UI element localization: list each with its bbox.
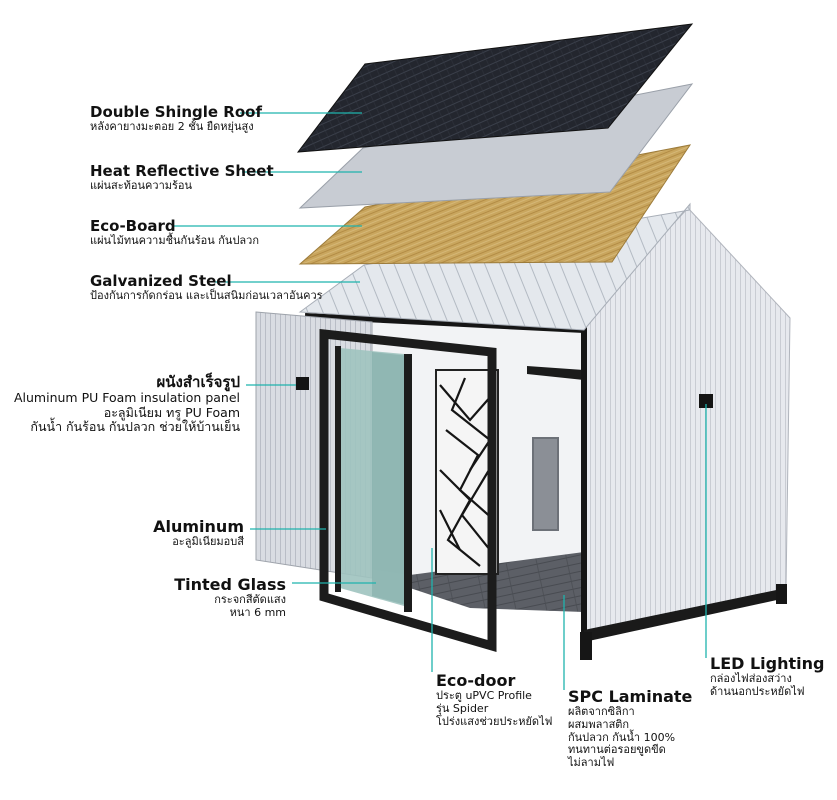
wall-line1: Aluminum PU Foam insulation panel — [13, 390, 240, 406]
label-spc: SPC Laminate ผลิตจากซิลิกา ผสมพลาสติก กั… — [568, 687, 693, 770]
spc-line3: กันปลวก กันน้ำ 100% — [568, 730, 676, 744]
spider-pattern — [439, 377, 496, 567]
led-title: LED Lighting — [710, 654, 825, 673]
roof-subtitle: หลังคายางมะตอย 2 ชั้น ยืดหยุ่นสูง — [90, 120, 254, 134]
base-beam — [584, 588, 786, 642]
steel-title: Galvanized Steel — [90, 272, 232, 290]
glass-line2: หนา 6 mm — [229, 606, 286, 620]
eco-door-title: Eco-door — [436, 671, 516, 690]
label-steel: Galvanized Steel ป้องกันการกัดกร่อน และเ… — [90, 272, 323, 303]
label-led: LED Lighting กล่องไฟส่องสว่าง ด้านนอกประ… — [710, 654, 825, 699]
eco-door-line3: โปร่งแสงช่วยประหยัดไฟ — [436, 714, 553, 728]
label-eco-door: Eco-door ประตู uPVC Profile รุ่น Spider … — [436, 671, 553, 728]
glass-line1: กระจกสีตัดแสง — [214, 593, 286, 607]
heat-title: Heat Reflective Sheet — [90, 162, 274, 180]
roof-title: Double Shingle Roof — [90, 103, 262, 121]
left-wall-lamp — [296, 377, 309, 390]
label-wall: ผนังสำเร็จรูป Aluminum PU Foam insulatio… — [13, 373, 241, 434]
wall-title: ผนังสำเร็จรูป — [156, 373, 241, 391]
eco-door-line1: ประตู uPVC Profile — [436, 689, 532, 703]
floor-spc — [410, 552, 584, 612]
spc-line2: ผสมพลาสติก — [568, 718, 630, 732]
leader-lines — [172, 112, 707, 690]
interior-window — [532, 437, 559, 531]
wall-line2: อะลูมิเนียม ทรู PU Foam — [103, 404, 240, 420]
spc-line4: ทนทานต่อรอยขูดขีด — [568, 743, 666, 757]
tinted-glass-middle — [372, 352, 410, 606]
wall-line3: กันน้ำ กันร้อน กันปลวก ช่วยให้บ้านเย็น — [30, 419, 240, 434]
aluminum-title: Aluminum — [153, 517, 244, 536]
eco-door-line2: รุ่น Spider — [436, 702, 489, 716]
leg-right — [776, 584, 787, 604]
glass-title: Tinted Glass — [174, 575, 286, 594]
aluminum-subtitle: อะลูมิเนียมอบสี — [172, 535, 244, 549]
label-aluminum: Aluminum อะลูมิเนียมอบสี — [153, 517, 244, 549]
spc-title: SPC Laminate — [568, 687, 693, 706]
spc-line1: ผลิตจากซิลิกา — [568, 705, 635, 719]
sliding-door-frame — [319, 328, 497, 652]
layer-double-shingle-roof — [296, 23, 694, 153]
led-line2: ด้านนอกประหยัดไฟ — [710, 685, 805, 699]
interior-shelf — [527, 366, 584, 380]
right-wall-lamp — [699, 394, 713, 408]
heat-subtitle: แผ่นสะท้อนความร้อน — [90, 179, 193, 193]
label-eco-board: Eco-Board แผ่นไม้ทนความชื้นกันร้อน กันปล… — [90, 217, 260, 248]
led-line1: กล่องไฟส่องสว่าง — [710, 672, 792, 686]
eco-board-subtitle: แผ่นไม้ทนความชื้นกันร้อน กันปลวก — [90, 234, 260, 248]
leg-front — [580, 632, 592, 660]
label-glass: Tinted Glass กระจกสีตัดแสง หนา 6 mm — [174, 575, 286, 620]
steel-subtitle: ป้องกันการกัดกร่อน และเป็นสนิมก่อนเวลาอั… — [90, 289, 323, 303]
label-heat: Heat Reflective Sheet แผ่นสะท้อนความร้อน — [90, 162, 274, 193]
eco-board-title: Eco-Board — [90, 217, 176, 235]
label-roof: Double Shingle Roof หลังคายางมะตอย 2 ชั้… — [90, 103, 262, 134]
spc-line5: ไม่ลามไฟ — [568, 755, 615, 769]
